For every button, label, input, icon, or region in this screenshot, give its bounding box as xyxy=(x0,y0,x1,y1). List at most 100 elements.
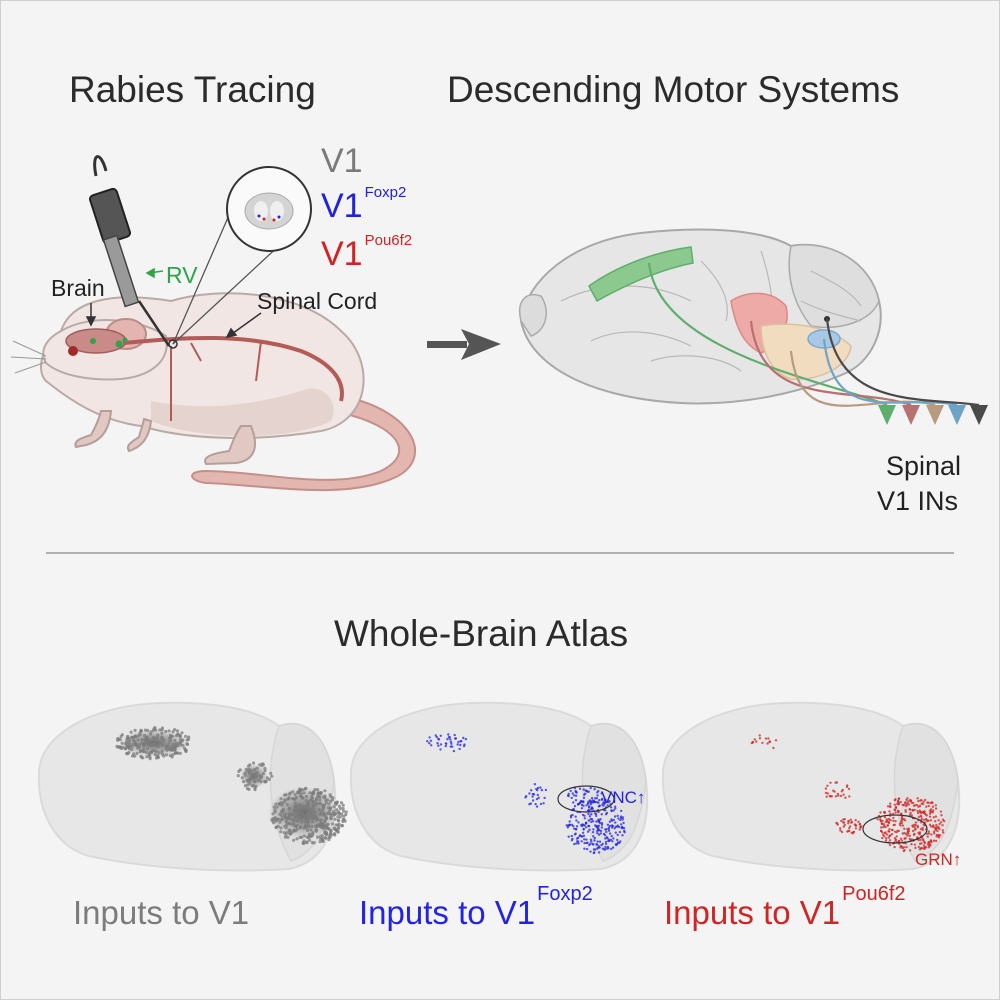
input-cell xyxy=(620,816,623,820)
input-cell xyxy=(331,822,335,826)
input-cell xyxy=(824,787,828,790)
input-cell xyxy=(584,792,587,795)
input-cell xyxy=(536,788,539,792)
input-cell xyxy=(916,797,919,800)
input-cell xyxy=(858,822,862,826)
atlas-brain-section xyxy=(349,701,649,872)
input-cell xyxy=(899,837,903,840)
input-cell xyxy=(849,825,852,828)
input-cell xyxy=(164,729,168,734)
input-cell xyxy=(888,810,891,813)
input-cell xyxy=(594,797,597,800)
input-cell xyxy=(589,842,592,845)
input-cell xyxy=(329,795,333,799)
input-cell xyxy=(604,840,608,844)
input-cell xyxy=(536,786,540,790)
input-cell xyxy=(847,820,850,823)
input-cell xyxy=(903,827,906,830)
input-cell xyxy=(588,815,592,818)
input-cell xyxy=(938,822,941,826)
input-cell xyxy=(587,800,590,803)
input-cell xyxy=(285,823,289,827)
input-cell xyxy=(620,809,623,813)
tract-arrowhead xyxy=(948,405,966,425)
input-cell xyxy=(278,820,282,824)
input-cell xyxy=(464,737,468,741)
input-cell xyxy=(893,803,896,806)
input-cell xyxy=(273,810,277,814)
input-cell xyxy=(332,805,336,809)
input-cell xyxy=(916,803,919,807)
input-cell xyxy=(305,826,309,830)
input-cell xyxy=(614,821,617,824)
input-cell xyxy=(149,732,153,736)
input-cell xyxy=(896,829,899,832)
input-cell xyxy=(293,824,297,828)
input-cell xyxy=(894,805,898,809)
input-cell xyxy=(586,790,589,793)
input-cell xyxy=(129,730,133,734)
input-cell xyxy=(922,811,925,814)
input-cell xyxy=(925,805,928,808)
input-cell xyxy=(890,832,894,836)
input-cell xyxy=(157,742,161,746)
input-cell xyxy=(570,839,574,842)
input-cell xyxy=(434,734,437,737)
input-cell xyxy=(848,827,851,830)
input-cell xyxy=(927,801,930,804)
input-cell xyxy=(908,813,912,817)
input-cell xyxy=(586,830,590,833)
input-cell xyxy=(893,845,896,849)
input-cell xyxy=(937,825,940,829)
input-cell xyxy=(597,833,601,836)
cerebellum xyxy=(788,244,880,328)
input-cell xyxy=(295,815,299,819)
input-cell xyxy=(883,815,887,819)
input-cell xyxy=(302,791,306,795)
input-cell xyxy=(528,792,531,795)
input-cell xyxy=(135,751,139,756)
input-cell xyxy=(444,744,447,748)
input-cell xyxy=(578,787,582,790)
input-cell xyxy=(825,795,828,798)
input-cell xyxy=(167,742,171,746)
input-cell xyxy=(583,841,586,845)
input-cell xyxy=(168,747,173,751)
input-cell xyxy=(596,840,599,843)
input-cell xyxy=(261,762,265,767)
input-cell xyxy=(918,832,921,835)
input-cell xyxy=(916,826,919,829)
input-cell xyxy=(336,830,340,834)
input-cell xyxy=(608,820,612,823)
input-cell xyxy=(932,824,935,827)
input-cell xyxy=(324,836,328,840)
input-cell xyxy=(588,828,591,831)
input-cell xyxy=(318,818,322,822)
input-cell xyxy=(428,742,431,745)
input-cell xyxy=(293,807,298,811)
input-cell xyxy=(568,820,571,823)
input-cell xyxy=(319,812,323,816)
input-cell xyxy=(160,731,164,735)
input-cell xyxy=(606,837,609,840)
input-cell xyxy=(884,820,887,823)
input-cell xyxy=(296,811,300,816)
input-cell xyxy=(573,805,577,808)
input-cell xyxy=(937,819,940,822)
input-cell xyxy=(901,832,904,835)
legend-foxp2-sup: Foxp2 xyxy=(364,184,407,201)
input-cell xyxy=(426,740,429,743)
input-cell xyxy=(835,781,839,784)
input-cell xyxy=(322,813,326,817)
input-cell xyxy=(173,738,177,743)
input-cell xyxy=(753,738,756,741)
input-cell xyxy=(278,812,282,817)
input-cell xyxy=(886,820,889,823)
input-cell xyxy=(911,824,914,827)
input-cell xyxy=(595,814,598,818)
input-cell xyxy=(920,842,923,845)
input-cell xyxy=(614,807,617,810)
input-cell xyxy=(165,748,169,752)
input-cell xyxy=(582,788,585,791)
input-cell xyxy=(772,746,775,750)
